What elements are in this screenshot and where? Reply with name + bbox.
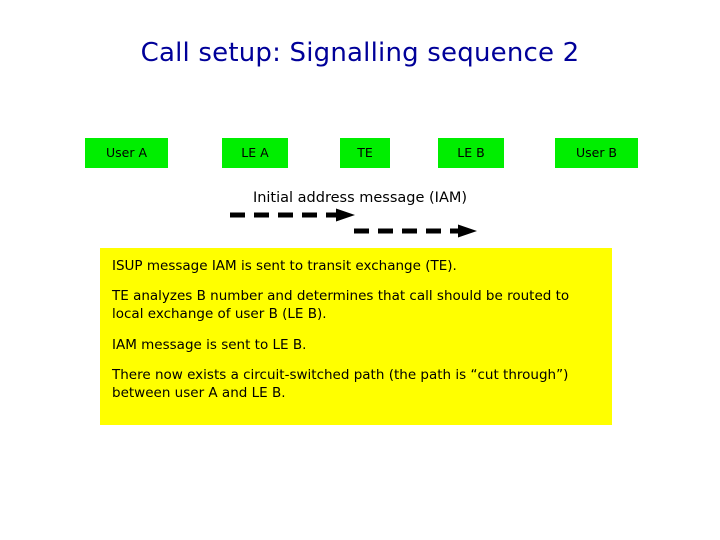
explanation-paragraph: TE analyzes B number and determines that… [112, 288, 570, 323]
explanation-paragraph: ISUP message IAM is sent to transit exch… [112, 258, 457, 274]
page-title: Call setup: Signalling sequence 2 [140, 38, 580, 68]
explanation-block: ISUP message IAM is sent to transit exch… [100, 248, 612, 425]
node-label: User A [105, 144, 147, 160]
message-label-iam: Initial address message (IAM) [252, 190, 468, 206]
node-box-user-a: User A [85, 138, 168, 168]
node-label: TE [357, 144, 373, 160]
explanation-paragraph: There now exists a circuit-switched path… [112, 366, 569, 402]
dashed-arrow-icon-1 [230, 208, 355, 222]
node-label: LE A [241, 144, 269, 160]
node-label: LE B [457, 144, 485, 160]
node-box-le-b: LE B [438, 138, 504, 168]
node-box-user-b: User B [555, 138, 638, 168]
dashed-arrow-icon-2 [354, 224, 477, 238]
node-box-le-a: LE A [222, 138, 288, 168]
node-box-te: TE [340, 138, 390, 168]
node-label: User B [575, 144, 618, 160]
explanation-paragraph: IAM message is sent to LE B. [112, 336, 307, 353]
